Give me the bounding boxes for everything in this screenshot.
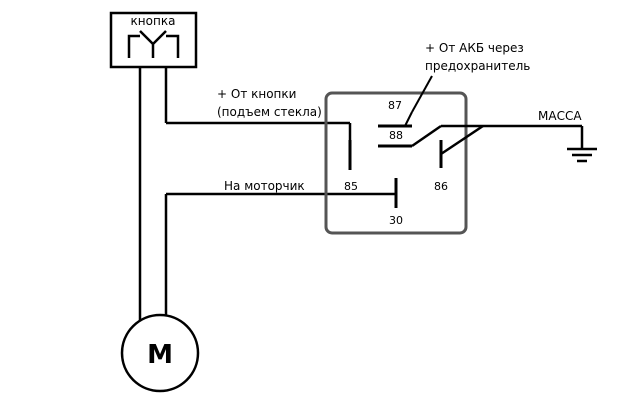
battery-label-line2: предохранитель [425, 59, 530, 73]
battery-label-line1: + От АКБ через [425, 41, 524, 55]
relay-box [324, 91, 468, 235]
button-box [109, 11, 198, 69]
ground-label: МАССА [538, 109, 582, 123]
battery-wire [411, 75, 433, 113]
pin-88-label: 88 [389, 129, 403, 142]
button-wire-label-line1: + От кнопки [217, 87, 296, 101]
pin-30-label: 30 [389, 214, 403, 227]
button-switch-symbol [127, 30, 180, 58]
button-label: кнопка [131, 14, 176, 28]
ground-wire-to-86 [440, 124, 484, 156]
relay: 87 88 85 86 30 [324, 91, 468, 235]
button-wire-label-line2: (подъем стекла) [217, 105, 322, 119]
battery-wire-to-pin-87 [404, 111, 413, 127]
motor: M [120, 313, 200, 393]
ground-symbol [567, 147, 597, 163]
pin-86-label: 86 [434, 180, 448, 193]
motor-wire-label: На моторчик [224, 179, 305, 193]
pin-87-label: 87 [388, 99, 402, 112]
motor-circle [120, 313, 200, 393]
ground-wire-to-88 [411, 124, 442, 148]
button-block: кнопка [109, 11, 198, 69]
motor-letter: M [147, 340, 173, 370]
pin-85-label: 85 [344, 180, 358, 193]
